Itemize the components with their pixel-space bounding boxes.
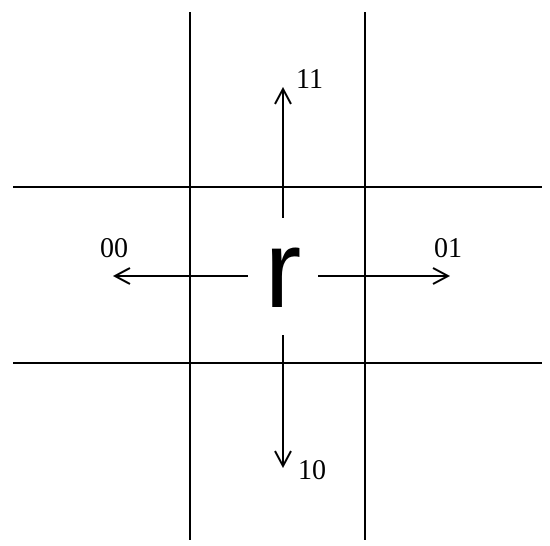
left-arrow-head <box>112 267 131 285</box>
up-arrow <box>274 86 292 218</box>
label-right: 01 <box>434 233 462 264</box>
down-arrow-head <box>274 450 292 469</box>
right-arrow-head <box>432 267 451 285</box>
label-left: 00 <box>100 233 128 264</box>
down-arrow <box>274 335 292 469</box>
center-symbol: r <box>265 208 302 331</box>
label-down: 10 <box>298 455 326 486</box>
up-arrow-head <box>274 86 292 105</box>
label-up: 11 <box>296 64 323 95</box>
right-arrow <box>318 267 451 285</box>
left-arrow <box>112 267 248 285</box>
